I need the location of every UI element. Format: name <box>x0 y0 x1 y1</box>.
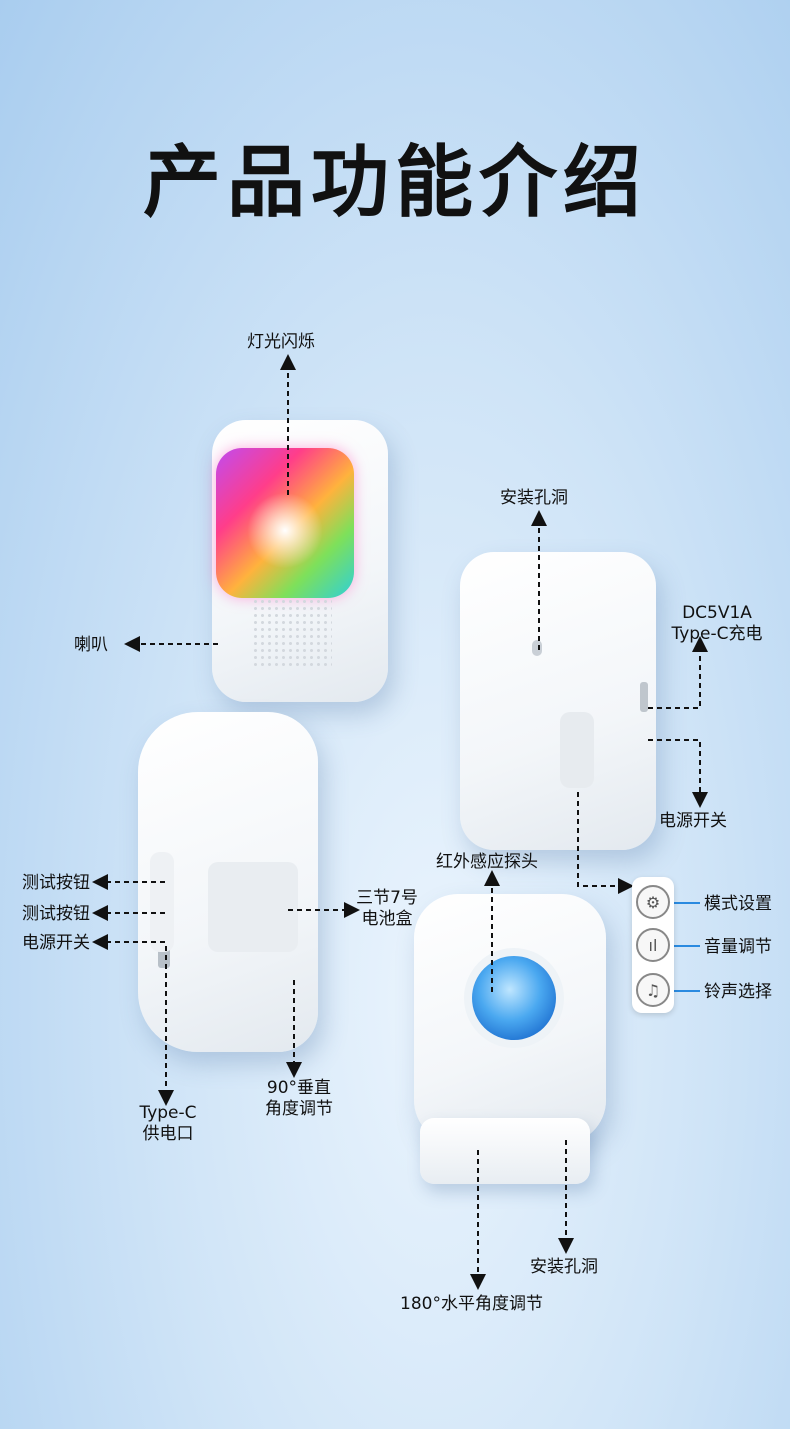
speaker-grille <box>252 598 332 668</box>
label-typec-line1: Type-C <box>139 1103 197 1123</box>
label-light-flash: 灯光闪烁 <box>247 332 315 352</box>
receiver-back-device <box>460 552 656 850</box>
label-test-button-1: 测试按钮 <box>22 873 90 893</box>
label-horizontal-angle: 180°水平角度调节 <box>400 1294 543 1314</box>
label-install-hole-bottom: 安装孔洞 <box>530 1257 598 1277</box>
gear-icon[interactable]: ⚙ <box>636 885 670 919</box>
button-icon-panel: ⚙ ıl ♫ <box>632 877 674 1013</box>
arrow-mode <box>577 792 634 894</box>
receiver-device <box>212 420 388 702</box>
label-power-switch-right: 电源开关 <box>659 811 727 831</box>
label-speaker: 喇叭 <box>74 635 108 655</box>
label-vertical-line1: 90°垂直 <box>266 1078 332 1098</box>
install-hole <box>532 640 542 656</box>
label-dc-line2: Type-C充电 <box>671 624 763 645</box>
button-strip <box>560 712 594 788</box>
ir-sensor-device <box>414 894 606 1144</box>
label-vertical-angle: 90°垂直 角度调节 <box>254 1078 344 1121</box>
label-typec-port: Type-C 供电口 <box>128 1103 208 1146</box>
arrow-power-right <box>648 739 708 808</box>
label-battery-line1: 三节7号 <box>356 888 418 908</box>
label-typec-line2: 供电口 <box>142 1124 194 1145</box>
label-battery-line2: 电池盒 <box>361 909 413 930</box>
label-ringtone-select: 铃声选择 <box>704 982 772 1002</box>
label-test-button-2: 测试按钮 <box>22 904 90 924</box>
rgb-light-panel <box>216 448 354 598</box>
label-volume-adjust: 音量调节 <box>704 937 772 957</box>
music-note-icon[interactable]: ♫ <box>636 973 670 1007</box>
volume-icon[interactable]: ıl <box>636 928 670 962</box>
side-port <box>640 682 648 712</box>
battery-compartment <box>208 862 298 952</box>
side-buttons <box>150 852 174 952</box>
sensor-bracket-device <box>138 712 318 1052</box>
label-ir-sensor: 红外感应探头 <box>436 852 538 872</box>
label-vertical-line2: 角度调节 <box>265 1099 333 1120</box>
label-dc-line1: DC5V1A <box>682 603 752 623</box>
label-mode-setting: 模式设置 <box>704 894 772 914</box>
label-install-hole-top: 安装孔洞 <box>500 488 568 508</box>
label-power-switch-left: 电源开关 <box>22 933 90 953</box>
ir-lens <box>472 956 556 1040</box>
label-dc-power: DC5V1A Type-C充电 <box>662 603 772 646</box>
ir-sensor-base <box>420 1118 590 1184</box>
arrow-dc <box>648 636 708 709</box>
page-title: 产品功能介绍 <box>142 138 647 228</box>
label-battery-box: 三节7号 电池盒 <box>352 888 422 931</box>
